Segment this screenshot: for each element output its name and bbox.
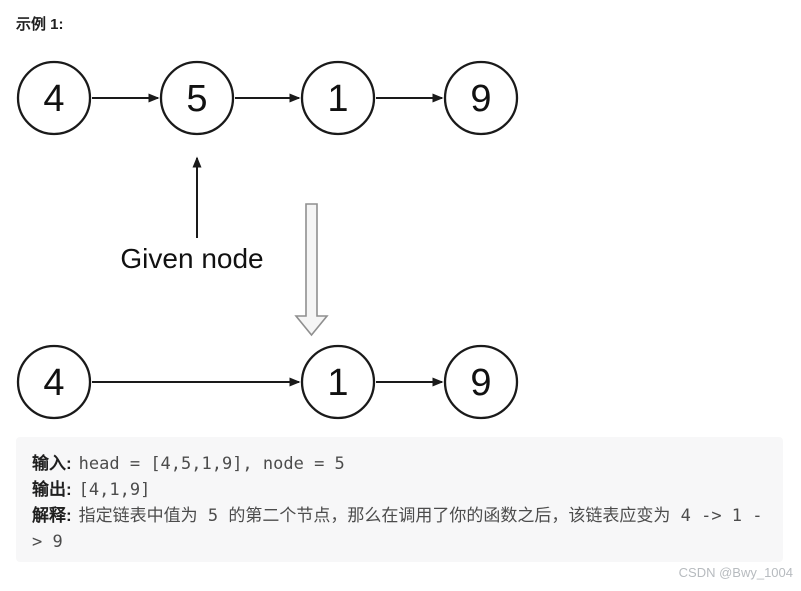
list-node: 9 (443, 60, 519, 136)
node-value: 1 (327, 362, 348, 404)
output-value: [4,1,9] (78, 480, 151, 500)
example-io-block: 输入: head = [4,5,1,9], node = 5 输出: [4,1,9]… (16, 437, 783, 562)
io-input-line: 输入: head = [4,5,1,9], node = 5 (32, 451, 767, 477)
node-circle (300, 60, 376, 136)
io-output-line: 输出: [4,1,9] (32, 477, 767, 503)
node-value: 4 (43, 362, 64, 404)
node-value: 1 (327, 78, 348, 120)
node-circle (443, 344, 519, 420)
node-circle (300, 344, 376, 420)
transform-down-arrow (294, 203, 329, 337)
explain-value: 指定链表中值为 5 的第二个节点，那么在调用了你的函数之后，该链表应变为 4 -… (32, 506, 763, 552)
node-circle (16, 344, 92, 420)
list-node: 4 (16, 344, 92, 420)
list-node: 4 (16, 60, 92, 136)
list-node: 1 (300, 344, 376, 420)
list-node-highlighted: 5 (159, 60, 235, 136)
output-label: 输出: (32, 480, 72, 499)
list-after: 4 1 9 (16, 344, 519, 420)
linked-list-diagram: 4 5 1 9 Given node (16, 60, 519, 420)
node-value: 9 (470, 78, 491, 120)
node-value: 9 (470, 362, 491, 404)
node-circle (16, 60, 92, 136)
explain-label: 解释: (32, 506, 72, 525)
input-value: head = [4,5,1,9], node = 5 (78, 454, 345, 474)
list-before: 4 5 1 9 (16, 60, 519, 136)
input-label: 输入: (32, 454, 72, 473)
list-node: 1 (300, 60, 376, 136)
csdn-watermark: CSDN @Bwy_1004 (678, 565, 793, 580)
node-circle-highlighted (159, 60, 235, 136)
node-value: 5 (186, 78, 207, 120)
list-node: 9 (443, 344, 519, 420)
given-node-label: Given node (120, 243, 263, 274)
example-title: 示例 1: (16, 16, 64, 33)
node-circle (443, 60, 519, 136)
node-value: 4 (43, 78, 64, 120)
io-explain-line: 解释:指定链表中值为 5 的第二个节点，那么在调用了你的函数之后，该链表应变为 … (32, 503, 767, 555)
